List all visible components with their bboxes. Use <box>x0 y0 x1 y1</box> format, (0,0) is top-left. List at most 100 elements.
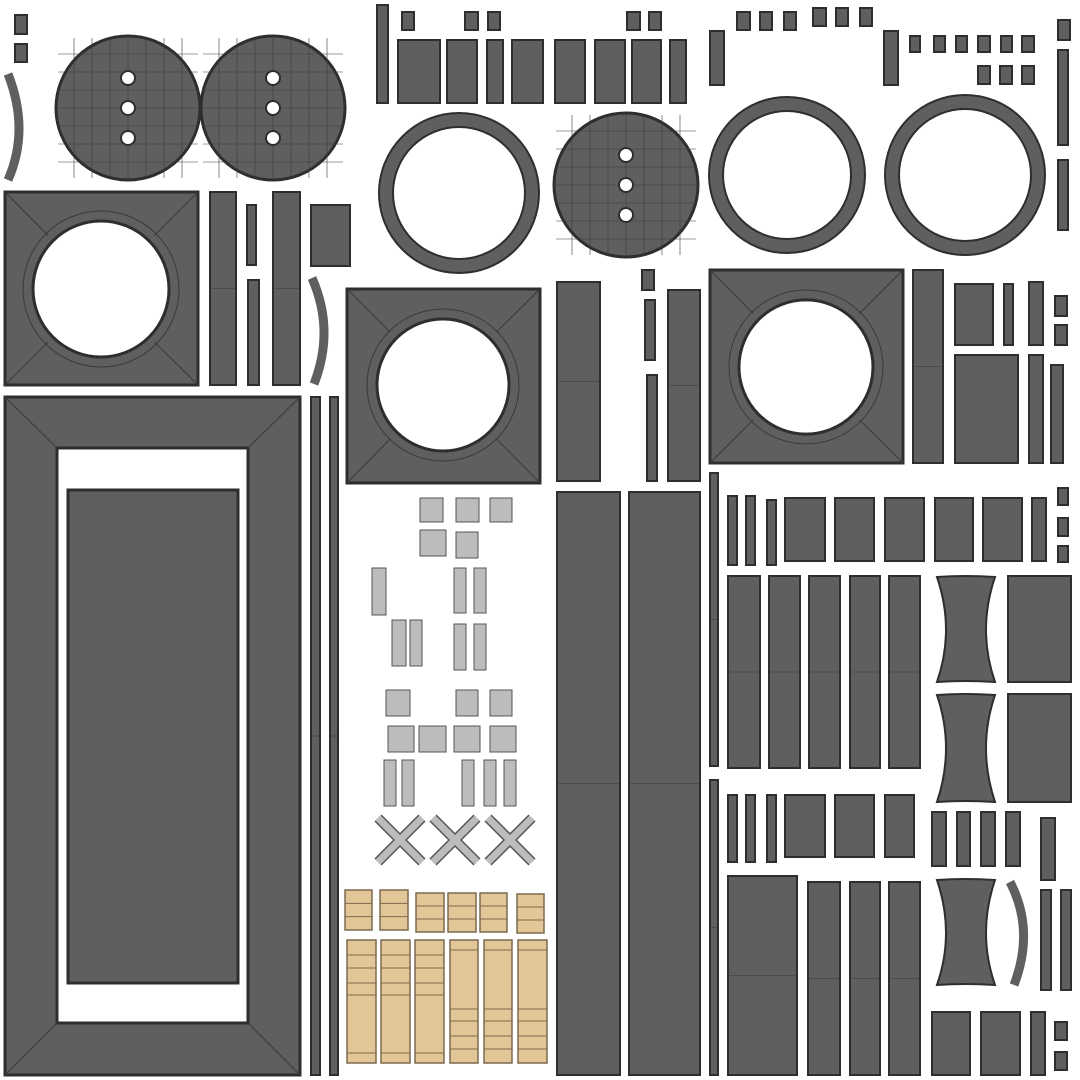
uv-island-rect <box>745 495 756 566</box>
tan-uv-island <box>415 892 445 933</box>
ring-outline <box>898 108 1032 242</box>
disc-hole <box>120 100 136 116</box>
uv-island-rect <box>1057 487 1069 506</box>
uv-island-rect <box>1054 295 1068 317</box>
ring-outline <box>378 112 540 274</box>
ring-island <box>709 97 865 253</box>
tan-uv-island <box>516 893 545 934</box>
curved-strip-island <box>1005 879 1029 987</box>
uv-island-rect <box>1054 1051 1068 1071</box>
light-uv-island <box>489 689 513 717</box>
uv-island-rect <box>784 497 826 562</box>
tan-uv-island <box>380 939 411 1064</box>
uv-island-rect <box>759 11 773 31</box>
uv-island-rect <box>487 11 501 31</box>
cross-island <box>485 815 535 865</box>
light-uv-island <box>387 725 415 753</box>
disc-hole <box>618 207 634 223</box>
uv-island-rect <box>709 30 725 86</box>
light-uv-island <box>383 759 397 807</box>
uv-island-rect <box>376 4 389 104</box>
uv-island-rect <box>859 7 873 27</box>
uv-island-rect <box>594 39 626 104</box>
uv-island-rect <box>1040 817 1056 881</box>
disc-hole <box>618 147 634 163</box>
uv-island-rect <box>977 65 991 85</box>
tan-uv-island <box>379 889 409 931</box>
curved-island <box>935 575 997 684</box>
light-uv-island <box>455 497 480 523</box>
wire-line <box>247 396 301 449</box>
wire-line <box>4 396 58 449</box>
uv-island-rect <box>1057 159 1069 231</box>
uv-island-rect <box>641 269 655 291</box>
uv-island-rect <box>401 11 415 31</box>
uv-island-rect <box>1007 575 1072 683</box>
curved-strip-island <box>307 276 329 386</box>
disc-hole <box>120 130 136 146</box>
uv-island-rect <box>1030 1011 1046 1076</box>
uv-island-rect <box>1003 283 1014 346</box>
wire-line <box>346 438 391 484</box>
tan-uv-island <box>344 889 373 931</box>
uv-island-rect <box>648 11 662 31</box>
light-uv-island <box>461 759 475 807</box>
uv-island-rect <box>884 497 925 562</box>
tan-uv-island <box>447 892 477 933</box>
light-uv-island <box>453 567 467 614</box>
ring-outline <box>392 126 526 260</box>
light-uv-island <box>385 689 411 717</box>
uv-island-rect <box>1007 693 1072 803</box>
light-uv-islands <box>371 497 536 866</box>
uv-island-rect <box>669 39 687 104</box>
uv-island-rect <box>1054 1021 1068 1041</box>
wire-line <box>366 308 520 462</box>
tan-uv-island <box>414 939 445 1064</box>
dark-uv-islands <box>3 4 1072 1077</box>
uv-island-rect <box>631 39 662 104</box>
wire-line <box>709 419 754 464</box>
wire-line <box>709 269 754 315</box>
curved-island <box>935 878 997 987</box>
disc-hole <box>618 177 634 193</box>
tan-uv-island <box>346 939 377 1064</box>
uv-island-rect <box>1057 517 1069 537</box>
ring-island <box>379 113 539 273</box>
uv-island-rect <box>999 65 1013 85</box>
wire-line <box>728 289 884 445</box>
light-uv-island <box>419 529 447 557</box>
ring-outline <box>708 96 866 254</box>
cross-island <box>375 815 425 865</box>
uv-island-rect <box>446 39 478 104</box>
light-uv-island <box>489 497 513 523</box>
ring-outline <box>722 110 852 240</box>
disc-hole <box>265 100 281 116</box>
light-uv-island <box>489 725 517 753</box>
light-uv-island <box>418 725 447 753</box>
light-uv-island <box>409 619 423 667</box>
disc-hole <box>120 70 136 86</box>
light-uv-island <box>401 759 415 807</box>
uv-island-rect <box>835 7 849 27</box>
uv-island-rect <box>1021 35 1035 53</box>
light-uv-island <box>371 567 387 616</box>
uv-island-rect <box>1028 354 1044 464</box>
disc-hole <box>265 130 281 146</box>
curved-island <box>935 693 997 804</box>
light-uv-island <box>391 619 407 667</box>
uv-island-rect <box>1005 811 1021 867</box>
uv-island-rect <box>933 35 946 53</box>
uv-island-rect <box>246 204 257 266</box>
uv-island-rect <box>14 43 28 63</box>
uv-island-rect <box>626 11 641 31</box>
uv-island-rect <box>977 35 991 53</box>
uv-island-rect <box>1040 889 1052 991</box>
uv-island-rect <box>1057 19 1071 41</box>
wire-line <box>858 269 904 315</box>
uv-island-rect <box>884 794 915 858</box>
ring-outline <box>884 94 1046 256</box>
light-uv-island <box>503 759 517 807</box>
uv-island-rect <box>812 7 827 27</box>
light-uv-island <box>483 759 497 807</box>
wire-line <box>153 341 199 386</box>
